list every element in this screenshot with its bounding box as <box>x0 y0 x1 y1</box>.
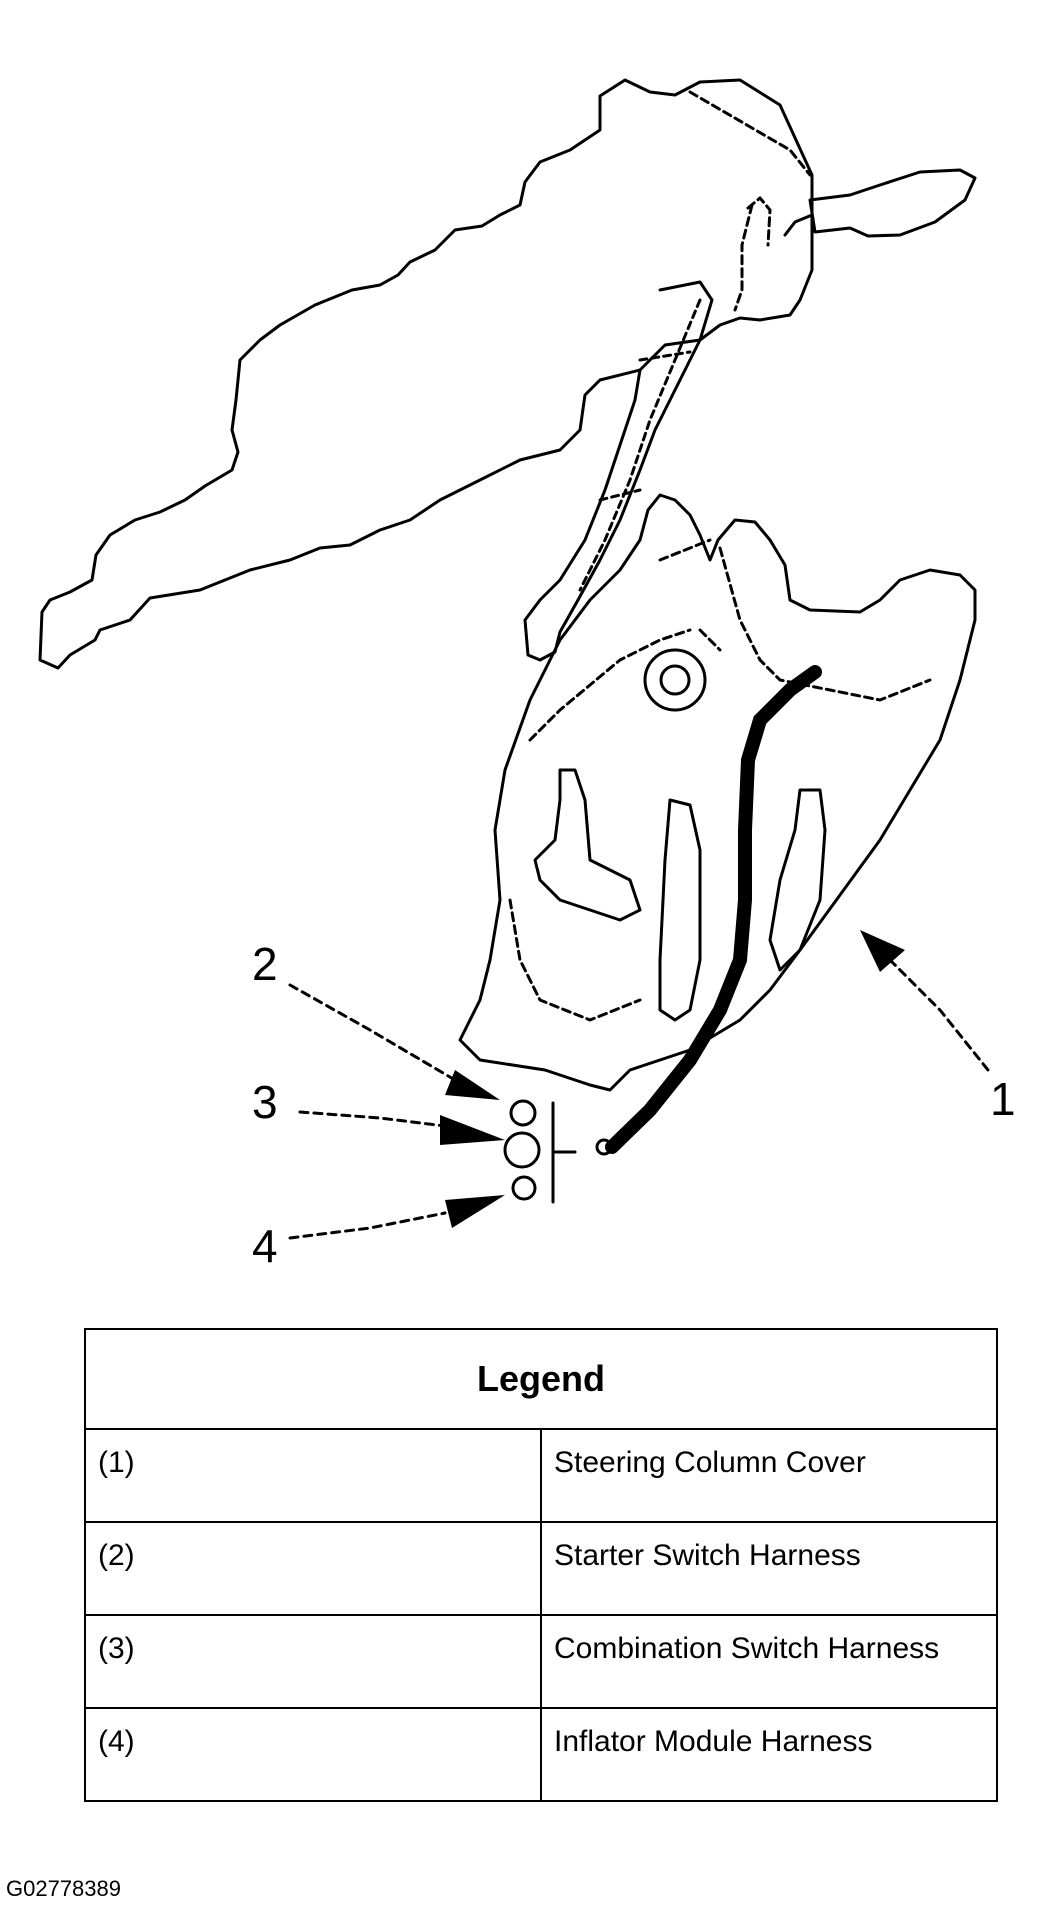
callout-2-leader <box>288 983 457 1082</box>
callout-1-number: 1 <box>990 1073 1016 1125</box>
callout-3-arrowhead <box>440 1115 505 1145</box>
legend-row: (2) Starter Switch Harness <box>85 1521 997 1615</box>
legend-row-number: (2) <box>85 1521 542 1615</box>
legend-table: Legend (1) Steering Column Cover (2) Sta… <box>84 1328 998 1802</box>
steering-column-bracket <box>38 78 814 670</box>
callout-2-number: 2 <box>252 938 278 990</box>
legend-title: Legend <box>85 1329 997 1430</box>
callout-4-leader <box>288 1211 447 1240</box>
callout-3-leader <box>298 1110 447 1128</box>
legend-row-description: Inflator Module Harness <box>541 1707 997 1801</box>
ignition-key <box>783 168 977 238</box>
legend-row-description: Combination Switch Harness <box>541 1614 997 1708</box>
callout-3-number: 3 <box>252 1076 278 1128</box>
combination-switch-connector <box>503 1131 541 1169</box>
connector-bracket <box>551 1101 577 1204</box>
legend-row: (1) Steering Column Cover <box>85 1428 997 1522</box>
legend-row-number: (1) <box>85 1428 542 1522</box>
starter-switch-connector <box>509 1099 537 1127</box>
steering-column-illustration: 1 2 3 4 <box>38 78 1016 1272</box>
harness-wire <box>605 665 822 1154</box>
cover-post-left <box>533 768 642 922</box>
legend-row-description: Steering Column Cover <box>541 1428 997 1522</box>
legend-row: (4) Inflator Module Harness <box>85 1707 997 1801</box>
inflator-module-connector <box>511 1175 537 1201</box>
mounting-arm-detail <box>578 298 702 592</box>
legend-row-description: Starter Switch Harness <box>541 1521 997 1615</box>
figure-code: G02778389 <box>6 1876 121 1901</box>
cover-inner-detail <box>508 538 932 1022</box>
callout-1-arrowhead <box>860 930 905 972</box>
callout-2-arrowhead <box>445 1070 500 1100</box>
legend-row-number: (3) <box>85 1614 542 1708</box>
callout-1-leader <box>868 938 990 1072</box>
steering-column-cover <box>458 493 977 1092</box>
mounting-arm <box>523 280 714 662</box>
cover-boss-inner <box>659 664 691 696</box>
legend-row-number: (4) <box>85 1707 542 1801</box>
callout-4-number: 4 <box>252 1220 278 1272</box>
callout-4-arrowhead <box>445 1195 505 1228</box>
cover-post-middle <box>658 798 702 1022</box>
lock-cylinder-detail <box>688 90 812 312</box>
cover-post-right <box>768 788 827 972</box>
cover-boss <box>643 648 707 712</box>
legend-row: (3) Combination Switch Harness <box>85 1614 997 1708</box>
